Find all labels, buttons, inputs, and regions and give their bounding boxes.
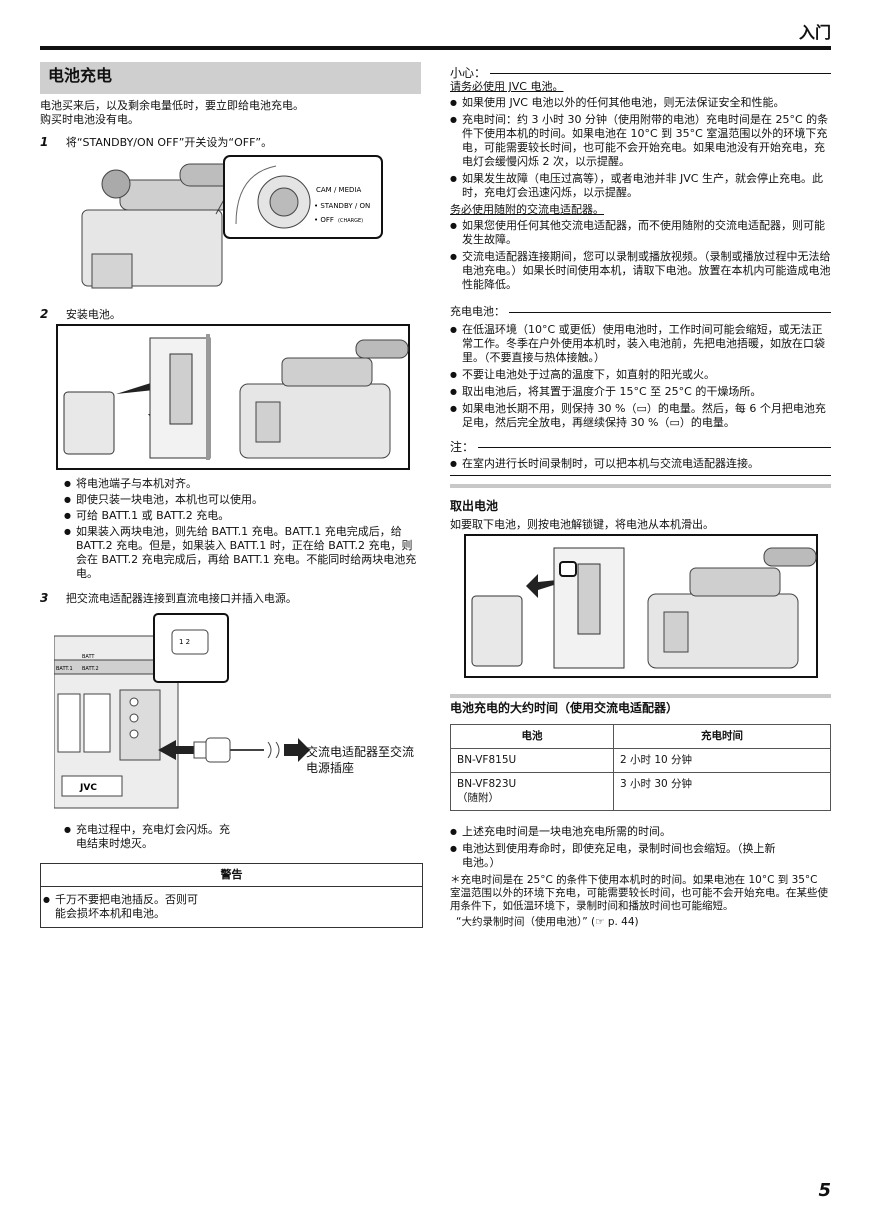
header-rule	[40, 46, 831, 50]
step-2: 2 安装电池。	[40, 307, 421, 322]
caution-subtitle: 请务必使用 JVC 电池。	[450, 80, 564, 93]
list-item: 不要让电池处于过高的温度下，如直射的阳光或火。	[450, 368, 831, 382]
switch-label: (CHARGE)	[338, 218, 363, 224]
remove-title: 取出电池	[450, 499, 499, 513]
battery-note: （随附）	[457, 792, 499, 804]
column-header: 电池	[450, 724, 614, 749]
list-item: 如果发生故障（电压过高等），或者电池并非 JVC 生产，就会停止充电。此时，充电…	[450, 172, 831, 200]
batt-label: BATT.1	[56, 666, 73, 672]
intro-line: 购买时电池没有电。	[40, 113, 139, 126]
step-number: 3	[40, 591, 49, 605]
switch-label: CAM / MEDIA	[316, 186, 361, 194]
caution-bullets: 如果您使用任何其他交流电适配器，而不使用随附的交流电适配器，则可能发生故障。 交…	[450, 219, 831, 292]
battery-cell: BN-VF815U	[450, 748, 614, 773]
list-item: 如果装入两块电池，则先给 BATT.1 充电。BATT.1 充电完成后，给 BA…	[64, 525, 420, 581]
table-row: BN-VF815U 2 小时 10 分钟	[450, 748, 831, 773]
divider	[490, 72, 831, 74]
step-text: 安装电池。	[65, 308, 121, 321]
step-1: 1 将“STANDBY/ON OFF”开关设为“OFF”。	[40, 135, 421, 150]
list-item: 取出电池后，将其置于温度介于 15°C 至 25°C 的干燥场所。	[450, 385, 831, 399]
list-item: 在室内进行长时间录制时，可以把本机与交流电适配器连接。	[450, 457, 831, 471]
battery-model: BN-VF823U	[457, 778, 517, 790]
section-bar	[450, 484, 831, 488]
time-cell: 3 小时 30 分钟	[613, 772, 831, 811]
note-block: 注： 在室内进行长时间录制时，可以把本机与交流电适配器连接。	[450, 440, 831, 476]
table-title: 电池充电的大约时间（使用交流电适配器）	[450, 701, 679, 715]
table-bullets: 上述充电时间是一块电池充电所需的时间。 电池达到使用寿命时，即使充足电，录制时间…	[450, 825, 831, 870]
charge-time-table: 电池 充电时间 BN-VF815U 2 小时 10 分钟 BN-VF823U （…	[450, 724, 831, 811]
ac-adapter-illustration: BATT BATT.1 BATT.2 JVC 1 2	[54, 613, 310, 809]
list-item: 千万不要把电池插反。否则可能会损坏本机和电池。	[43, 893, 205, 921]
section-heading: 电池充电	[40, 62, 421, 94]
list-item: 如果电池长期不用，则保持 30 %（▭）的电量。然后，每 6 个月把电池充足电，…	[450, 402, 831, 430]
step-text: 把交流电适配器连接到直流电接口并插入电源。	[65, 592, 297, 605]
divider	[509, 311, 831, 313]
table-header-row: 电池 充电时间	[450, 724, 831, 749]
step-number: 2	[40, 307, 49, 321]
list-item: 交流电适配器连接期间，您可以录制或播放视频。（录制或播放过程中无法给电池充电。）…	[450, 250, 831, 292]
jvc-logo: JVC	[79, 783, 97, 793]
cross-reference-link[interactable]: “大约录制时间（使用电池）” (☞ p. 44)	[456, 916, 639, 928]
charge-heading: 充电电池：	[450, 305, 831, 319]
list-item: 如果您使用任何其他交流电适配器，而不使用随附的交流电适配器，则可能发生故障。	[450, 219, 831, 247]
table-row: BN-VF823U （随附） 3 小时 30 分钟	[450, 772, 831, 811]
charge-title: 充电电池：	[450, 305, 505, 318]
batt-label: BATT	[82, 654, 95, 660]
list-item: 上述充电时间是一块电池充电所需的时间。	[450, 825, 831, 839]
adapter-callout: 交流电适配器至交流电源插座	[306, 745, 415, 775]
list-item: 电池达到使用寿命时，即使充足电，录制时间也会缩短。（换上新电池。）	[450, 842, 782, 870]
battery-insert-illustration	[56, 324, 410, 470]
intro: 电池买来后，以及剩余电量低时，要立即给电池充电。 购买时电池没有电。	[40, 99, 421, 127]
section-bar	[450, 694, 831, 698]
switch-label: • STANDBY / ON	[314, 202, 370, 210]
battery-model: BN-VF815U	[457, 754, 517, 766]
note-heading: 注：	[450, 440, 831, 454]
list-item: 即使只装一块电池，本机也可以使用。	[64, 493, 420, 507]
batt-label: BATT.2	[82, 666, 99, 672]
step-2-bullets: 将电池端子与本机对齐。 即使只装一块电池，本机也可以使用。 可给 BATT.1 …	[64, 477, 420, 581]
page-number: 5	[818, 1180, 831, 1201]
list-item: 将电池端子与本机对齐。	[64, 477, 420, 491]
step-number: 1	[40, 135, 49, 149]
step-3: 3 把交流电适配器连接到直流电接口并插入电源。	[40, 591, 421, 606]
battery-remove-illustration	[464, 534, 818, 678]
warning-title: 警告	[41, 864, 422, 887]
list-item: 在低温环境（10°C 或更低）使用电池时，工作时间可能会缩短，或无法正常工作。冬…	[450, 323, 831, 365]
section-title: 电池充电	[48, 66, 113, 85]
chapter-title: 入门	[798, 23, 831, 42]
warning-box: 警告 千万不要把电池插反。否则可能会损坏本机和电池。	[40, 863, 423, 928]
battery-cell: BN-VF823U （随附）	[450, 772, 614, 811]
step-text: 将“STANDBY/ON OFF”开关设为“OFF”。	[65, 136, 273, 149]
caution-title: 小心：	[450, 66, 487, 80]
list-item: 如果使用 JVC 电池以外的任何其他电池，则无法保证安全和性能。	[450, 96, 831, 110]
caution-subtitle: 务必使用随附的交流电适配器。	[450, 203, 604, 216]
column-header: 充电时间	[613, 724, 831, 749]
charge-bullets: 在低温环境（10°C 或更低）使用电池时，工作时间可能会缩短，或无法正常工作。冬…	[450, 323, 831, 430]
list-item: 充电过程中，充电灯会闪烁。充电结束时熄灭。	[64, 823, 236, 851]
remove-text: 如要取下电池，则按电池解锁键，将电池从本机滑出。	[450, 518, 714, 531]
camera-switch-illustration: CAM / MEDIA • STANDBY / ON • OFF (CHARGE…	[81, 155, 383, 289]
port-number-label: 1 2	[179, 638, 190, 646]
divider	[478, 446, 831, 448]
note-bullets: 在室内进行长时间录制时，可以把本机与交流电适配器连接。	[450, 457, 831, 471]
footnote: ＊充电时间是在 25°C 的条件下使用本机时的时间。如果电池在 10°C 到 3…	[450, 874, 828, 912]
divider	[450, 475, 831, 476]
caution-heading: 小心：	[450, 66, 831, 80]
list-item: 可给 BATT.1 或 BATT.2 充电。	[64, 509, 420, 523]
note-title: 注：	[450, 440, 475, 454]
step-3-bullets: 充电过程中，充电灯会闪烁。充电结束时熄灭。	[64, 823, 364, 851]
warning-bullets: 千万不要把电池插反。否则可能会损坏本机和电池。	[41, 887, 422, 927]
caution-bullets: 如果使用 JVC 电池以外的任何其他电池，则无法保证安全和性能。 充电时间：约 …	[450, 96, 831, 200]
list-item: 充电时间：约 3 小时 30 分钟（使用附带的电池）充电时间是在 25°C 的条…	[450, 113, 831, 169]
caution-block: 小心： 请务必使用 JVC 电池。 如果使用 JVC 电池以外的任何其他电池，则…	[450, 66, 831, 292]
time-cell: 2 小时 10 分钟	[613, 748, 831, 773]
switch-label: • OFF	[314, 216, 334, 224]
charge-block: 充电电池： 在低温环境（10°C 或更低）使用电池时，工作时间可能会缩短，或无法…	[450, 305, 831, 430]
intro-line: 电池买来后，以及剩余电量低时，要立即给电池充电。	[40, 99, 304, 112]
